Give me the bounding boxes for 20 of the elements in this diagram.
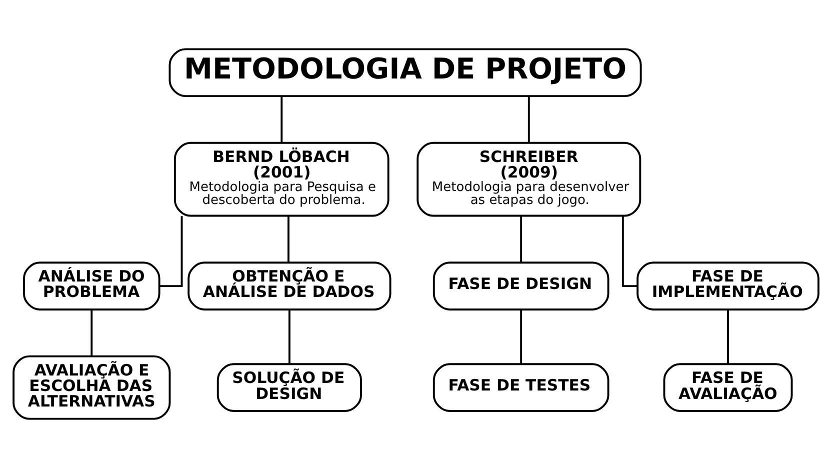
- node-box: SCHREIBER (2009) Metodologia para desenvolver as etapas do jogo.: [416, 141, 642, 216]
- connector: [288, 309, 290, 364]
- node-box: FASE DE IMPLEMENTAÇÃO: [636, 261, 820, 310]
- node-box: METODOLOGIA DE PROJETO: [168, 48, 642, 97]
- connector: [520, 216, 522, 262]
- connector: [159, 216, 183, 287]
- node-box: FASE DE TESTES: [432, 362, 610, 412]
- connector: [280, 96, 283, 142]
- connector: [520, 309, 522, 364]
- connector: [727, 309, 729, 364]
- node-box: ANÁLISE DO PROBLEMA: [22, 261, 160, 310]
- node-box: FASE DE DESIGN: [432, 261, 610, 310]
- connector: [90, 309, 93, 356]
- connector: [528, 96, 530, 142]
- connector: [287, 216, 290, 262]
- node-box: AVALIAÇÃO E ESCOLHA DAS ALTERNATIVAS: [12, 354, 171, 420]
- node-box: OBTENÇÃO E ANÁLISE DE DADOS: [188, 261, 392, 310]
- node-box: SOLUÇÃO DE DESIGN: [216, 362, 362, 412]
- node-box: FASE DE AVALIAÇÃO: [663, 362, 793, 412]
- node-box: BERND LÖBACH (2001) Metodologia para Pesquisa e descoberta do problema.: [174, 141, 390, 216]
